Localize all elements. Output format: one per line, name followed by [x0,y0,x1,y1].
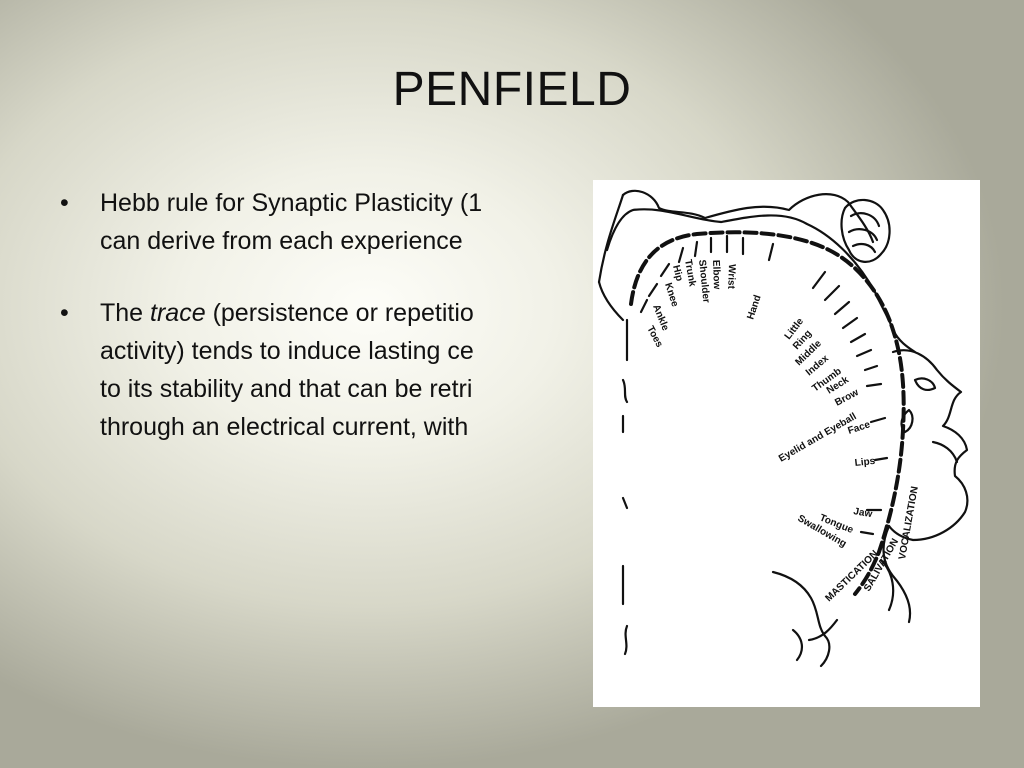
bullet-item: • Hebb rule for Synaptic Plasticity (1 c… [56,184,656,260]
bullet-line: The trace (persistence or repetitio [100,299,474,327]
bullet-line: to its stability and that can be retri [100,375,473,403]
homunculus-leg-outline [621,189,875,244]
bullet-list: • Hebb rule for Synaptic Plasticity (1 c… [56,184,656,480]
central-sulcus-line [629,230,906,596]
label-lips: Lips [854,456,876,469]
label-hip: Hip [670,264,685,282]
label-trunk: Trunk [682,259,698,288]
homunculus-drawing: Toes Ankle Knee Hip Trunk Shoulder Elbow… [597,189,969,668]
label-shoulder: Shoulder [696,259,711,303]
homunculus-hand-outline [840,198,891,263]
label-wrist: Wrist [725,264,737,290]
label-vocalization: VOCALIZATION [897,485,921,560]
slide-title: PENFIELD [392,63,632,116]
homunculus-shoulder-outline [771,570,831,668]
homunculus-upper-curve [605,208,877,294]
bullet-line: Hebb rule for Synaptic Plasticity (1 [100,189,483,217]
homunculus-figure: Toes Ankle Knee Hip Trunk Shoulder Elbow… [593,180,980,707]
bullet-line: activity) tends to induce lasting ce [100,337,474,365]
emphasis-trace: trace [150,299,206,327]
bullet-line: can derive from each experience [100,227,463,255]
bullet-line: through an electrical current, with [100,413,469,441]
label-hand: Hand [745,294,763,321]
label-jaw: Jaw [852,506,873,520]
label-eyelid-and-eyeball: Eyelid and Eyeball [777,411,859,465]
bullet-dot: • [60,189,69,217]
bullet-item: • The trace (persistence or repetitio ac… [56,294,656,446]
homunculus-face-outline [887,349,969,542]
label-knee: Knee [662,282,680,309]
label-elbow: Elbow [710,260,722,290]
bullet-dot: • [60,299,69,327]
